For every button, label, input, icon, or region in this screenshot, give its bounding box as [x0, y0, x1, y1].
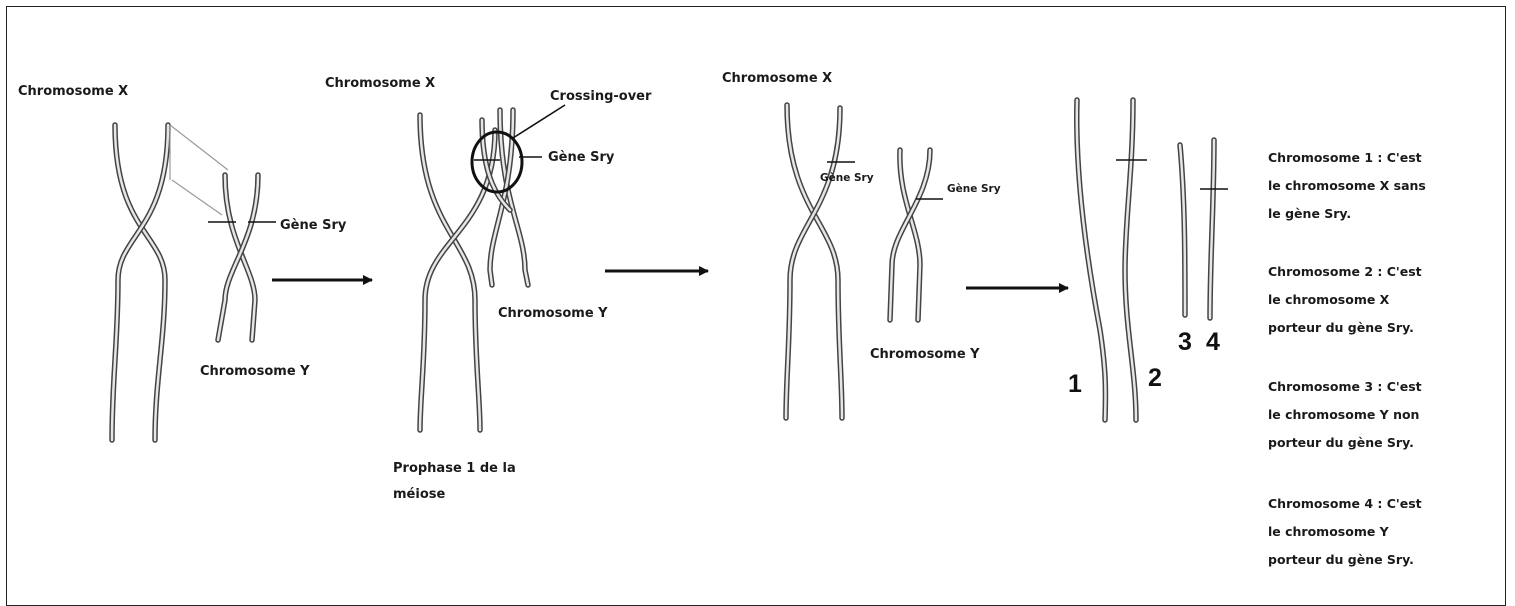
legend-3-line-2: le chromosome Y non [1268, 401, 1468, 429]
legend-2-line-3: porteur du gène Sry. [1268, 314, 1468, 342]
p1-homology-line-top [170, 125, 228, 170]
legend-1-line-3: le gène Sry. [1268, 200, 1468, 228]
panel-3-chromosomes [786, 105, 943, 418]
p1-chrom-x-label: Chromosome X [18, 84, 128, 99]
p2-caption-line1: Prophase 1 de la [393, 461, 516, 476]
crossing-over-pointer [513, 105, 565, 138]
legend-item-2: Chromosome 2 : C'est le chromosome X por… [1268, 258, 1468, 342]
p2-chrom-y-label: Chromosome Y [498, 306, 608, 321]
p2-crossing-over-label: Crossing-over [550, 89, 652, 104]
legend-4-line-1: Chromosome 4 : C'est [1268, 490, 1468, 518]
legend-1-line-1: Chromosome 1 : C'est [1268, 144, 1468, 172]
legend-3-line-1: Chromosome 3 : C'est [1268, 373, 1468, 401]
legend-2-line-2: le chromosome X [1268, 286, 1468, 314]
legend-item-1: Chromosome 1 : C'est le chromosome X san… [1268, 144, 1468, 228]
legend-item-3: Chromosome 3 : C'est le chromosome Y non… [1268, 373, 1468, 457]
p3-chrom-y-label: Chromosome Y [870, 347, 980, 362]
p1-x-strand-a [115, 125, 165, 440]
p1-gene-sry-label: Gène Sry [280, 218, 347, 233]
p2-caption-line2: méiose [393, 487, 445, 502]
legend-4-line-3: porteur du gène Sry. [1268, 546, 1468, 574]
chromosome-4-number: 4 [1206, 328, 1220, 356]
chromosome-3-number: 3 [1178, 328, 1192, 356]
chromosome-1-number: 1 [1068, 370, 1082, 398]
p1-chrom-y-label: Chromosome Y [200, 364, 310, 379]
p3-chrom-x-label: Chromosome X [722, 71, 832, 86]
p2-gene-sry-label: Gène Sry [548, 150, 615, 165]
p3-gene-sry-x-label: Gène Sry [820, 172, 874, 184]
p2-x-strand-b [420, 130, 495, 430]
legend-4-line-2: le chromosome Y [1268, 518, 1468, 546]
panel-2-chromosomes [420, 105, 565, 430]
panel-1-chromosomes [112, 125, 276, 440]
legend-2-line-1: Chromosome 2 : C'est [1268, 258, 1468, 286]
p3-gene-sry-y-label: Gène Sry [947, 183, 1001, 195]
legend-1-line-2: le chromosome X sans [1268, 172, 1468, 200]
chromosome-2-number: 2 [1148, 364, 1162, 392]
p1-homology-line-bottom [172, 180, 222, 215]
legend-item-4: Chromosome 4 : C'est le chromosome Y por… [1268, 490, 1468, 574]
legend-3-line-3: porteur du gène Sry. [1268, 429, 1468, 457]
p2-chrom-x-label: Chromosome X [325, 76, 435, 91]
